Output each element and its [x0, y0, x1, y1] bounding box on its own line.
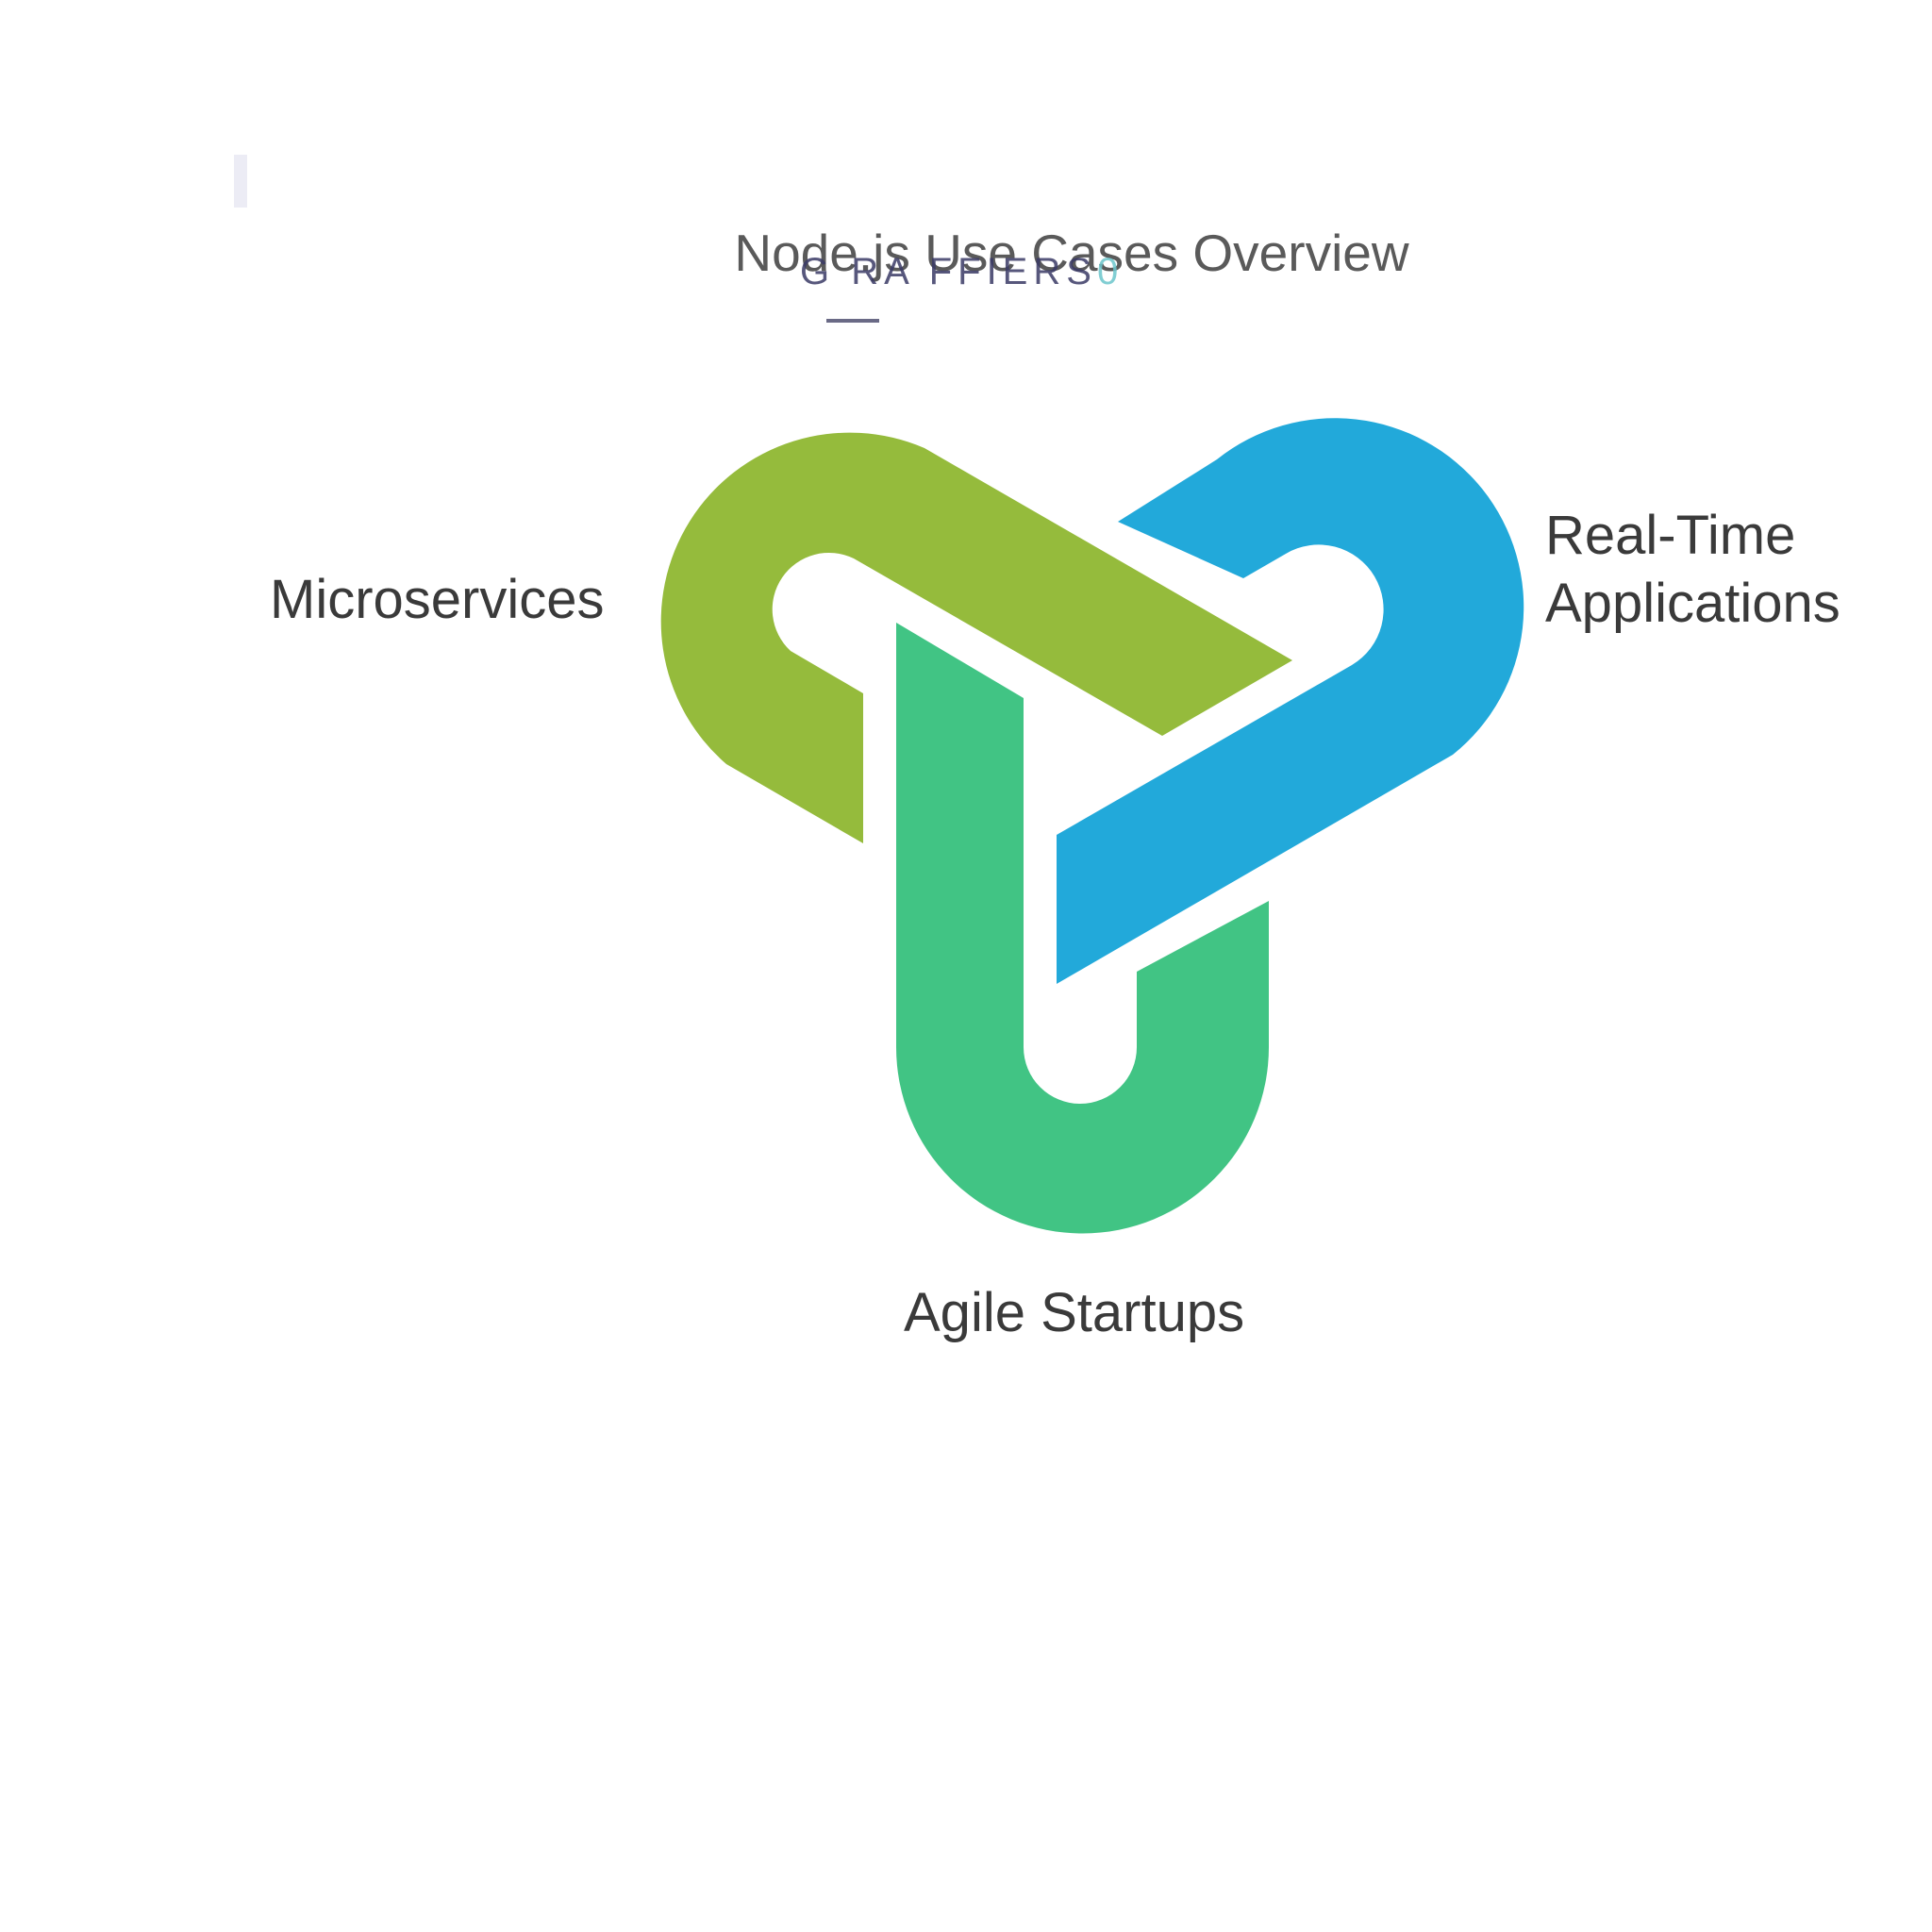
real-time-applications-label: Real-Time Applications [1545, 502, 1840, 638]
watermark-underline [826, 319, 879, 323]
diagram-title: Node.js Use Cases Overview [734, 224, 1409, 282]
real-time-label-line1: Real-Time [1545, 505, 1796, 566]
agile-startups-loop [896, 623, 1269, 1234]
corner-mark [234, 155, 247, 208]
watermark: G RA FFIERS0 [800, 251, 1124, 293]
agile-startups-label: Agile Startups [904, 1282, 1245, 1343]
microservices-label: Microservices [270, 569, 605, 630]
microservices-loop [660, 432, 1292, 843]
real-time-label-line2: Applications [1545, 573, 1840, 634]
watermark-text: G RA FFIERS [800, 251, 1097, 292]
watermark-accent: 0 [1096, 251, 1124, 292]
real-time-applications-loop [1057, 418, 1524, 984]
